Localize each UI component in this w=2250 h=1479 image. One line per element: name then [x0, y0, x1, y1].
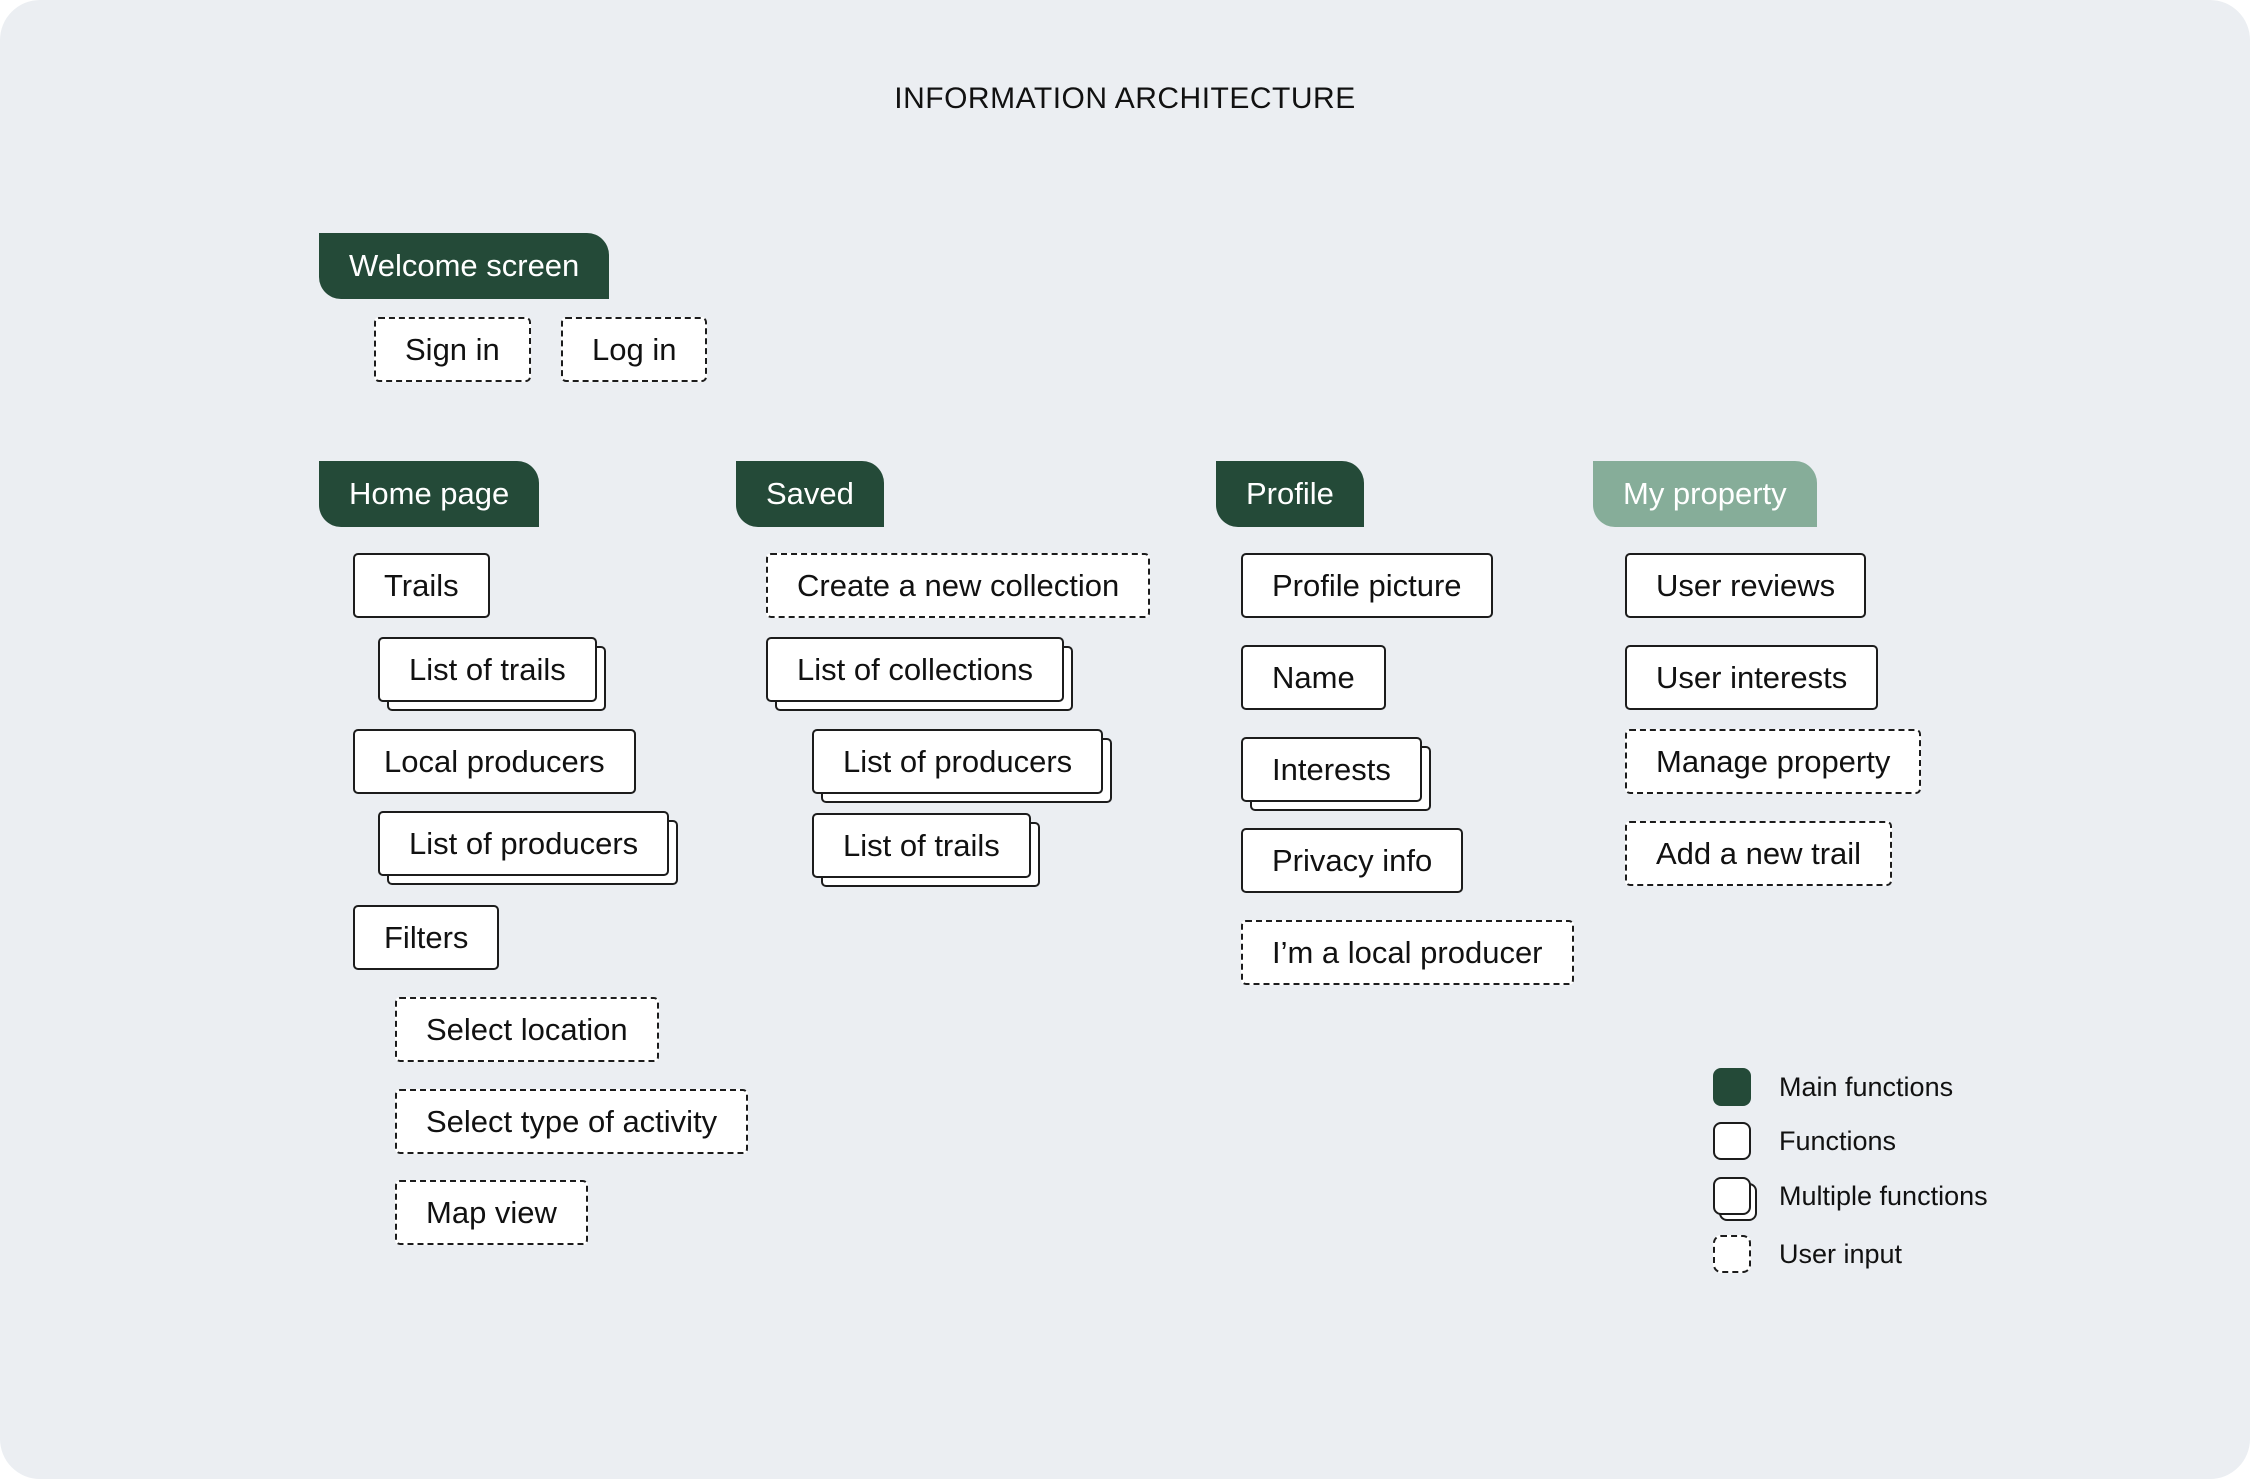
node-select-location: Select location	[395, 997, 659, 1062]
node-create-a-new-collection: Create a new collection	[766, 553, 1151, 618]
heading-welcome-screen: Welcome screen	[319, 233, 610, 299]
heading-profile: Profile	[1216, 461, 1364, 527]
node-local-producers: Local producers	[353, 729, 636, 794]
legend-main-functions: Main functions	[1713, 1066, 1953, 1108]
node-select-type-of-activity: Select type of activity	[395, 1089, 749, 1154]
heading-home-page: Home page	[319, 461, 540, 527]
node-list-of-collections: List of collections	[766, 637, 1065, 702]
legend-input-label: User input	[1779, 1238, 1903, 1269]
node-saved-list-of-trails: List of trails	[812, 813, 1031, 878]
legend-functions-swatch	[1713, 1122, 1751, 1160]
legend-multiple-swatch	[1713, 1177, 1751, 1215]
legend-multiple-functions: Multiple functions	[1713, 1175, 1988, 1217]
node-name: Name	[1241, 645, 1386, 710]
heading-my-property: My property	[1593, 461, 1817, 527]
node-filters: Filters	[353, 905, 500, 970]
node-user-reviews: User reviews	[1625, 553, 1867, 618]
legend-main-swatch	[1713, 1068, 1751, 1106]
node-interests: Interests	[1241, 737, 1422, 802]
node-profile-picture: Profile picture	[1241, 553, 1493, 618]
node-local-producer-toggle: I’m a local producer	[1241, 920, 1574, 985]
node-saved-list-of-producers: List of producers	[812, 729, 1104, 794]
heading-saved: Saved	[736, 461, 884, 527]
legend-functions-label: Functions	[1779, 1125, 1897, 1156]
legend-multiple-label: Multiple functions	[1779, 1180, 1988, 1211]
node-trails: Trails	[353, 553, 490, 618]
node-sign-in: Sign in	[374, 317, 531, 382]
node-list-of-trails: List of trails	[378, 637, 597, 702]
legend-input-swatch	[1713, 1235, 1751, 1273]
node-user-interests: User interests	[1625, 645, 1879, 710]
legend-main-label: Main functions	[1779, 1071, 1954, 1102]
diagram-title: INFORMATION ARCHITECTURE	[894, 82, 1356, 115]
node-map-view: Map view	[395, 1180, 588, 1245]
node-list-of-producers: List of producers	[378, 811, 670, 876]
node-manage-property: Manage property	[1625, 729, 1922, 794]
legend-user-input: User input	[1713, 1233, 1902, 1275]
node-privacy-info: Privacy info	[1241, 828, 1464, 893]
legend-functions: Functions	[1713, 1120, 1896, 1162]
node-add-a-new-trail: Add a new trail	[1625, 821, 1893, 886]
node-log-in: Log in	[561, 317, 708, 382]
